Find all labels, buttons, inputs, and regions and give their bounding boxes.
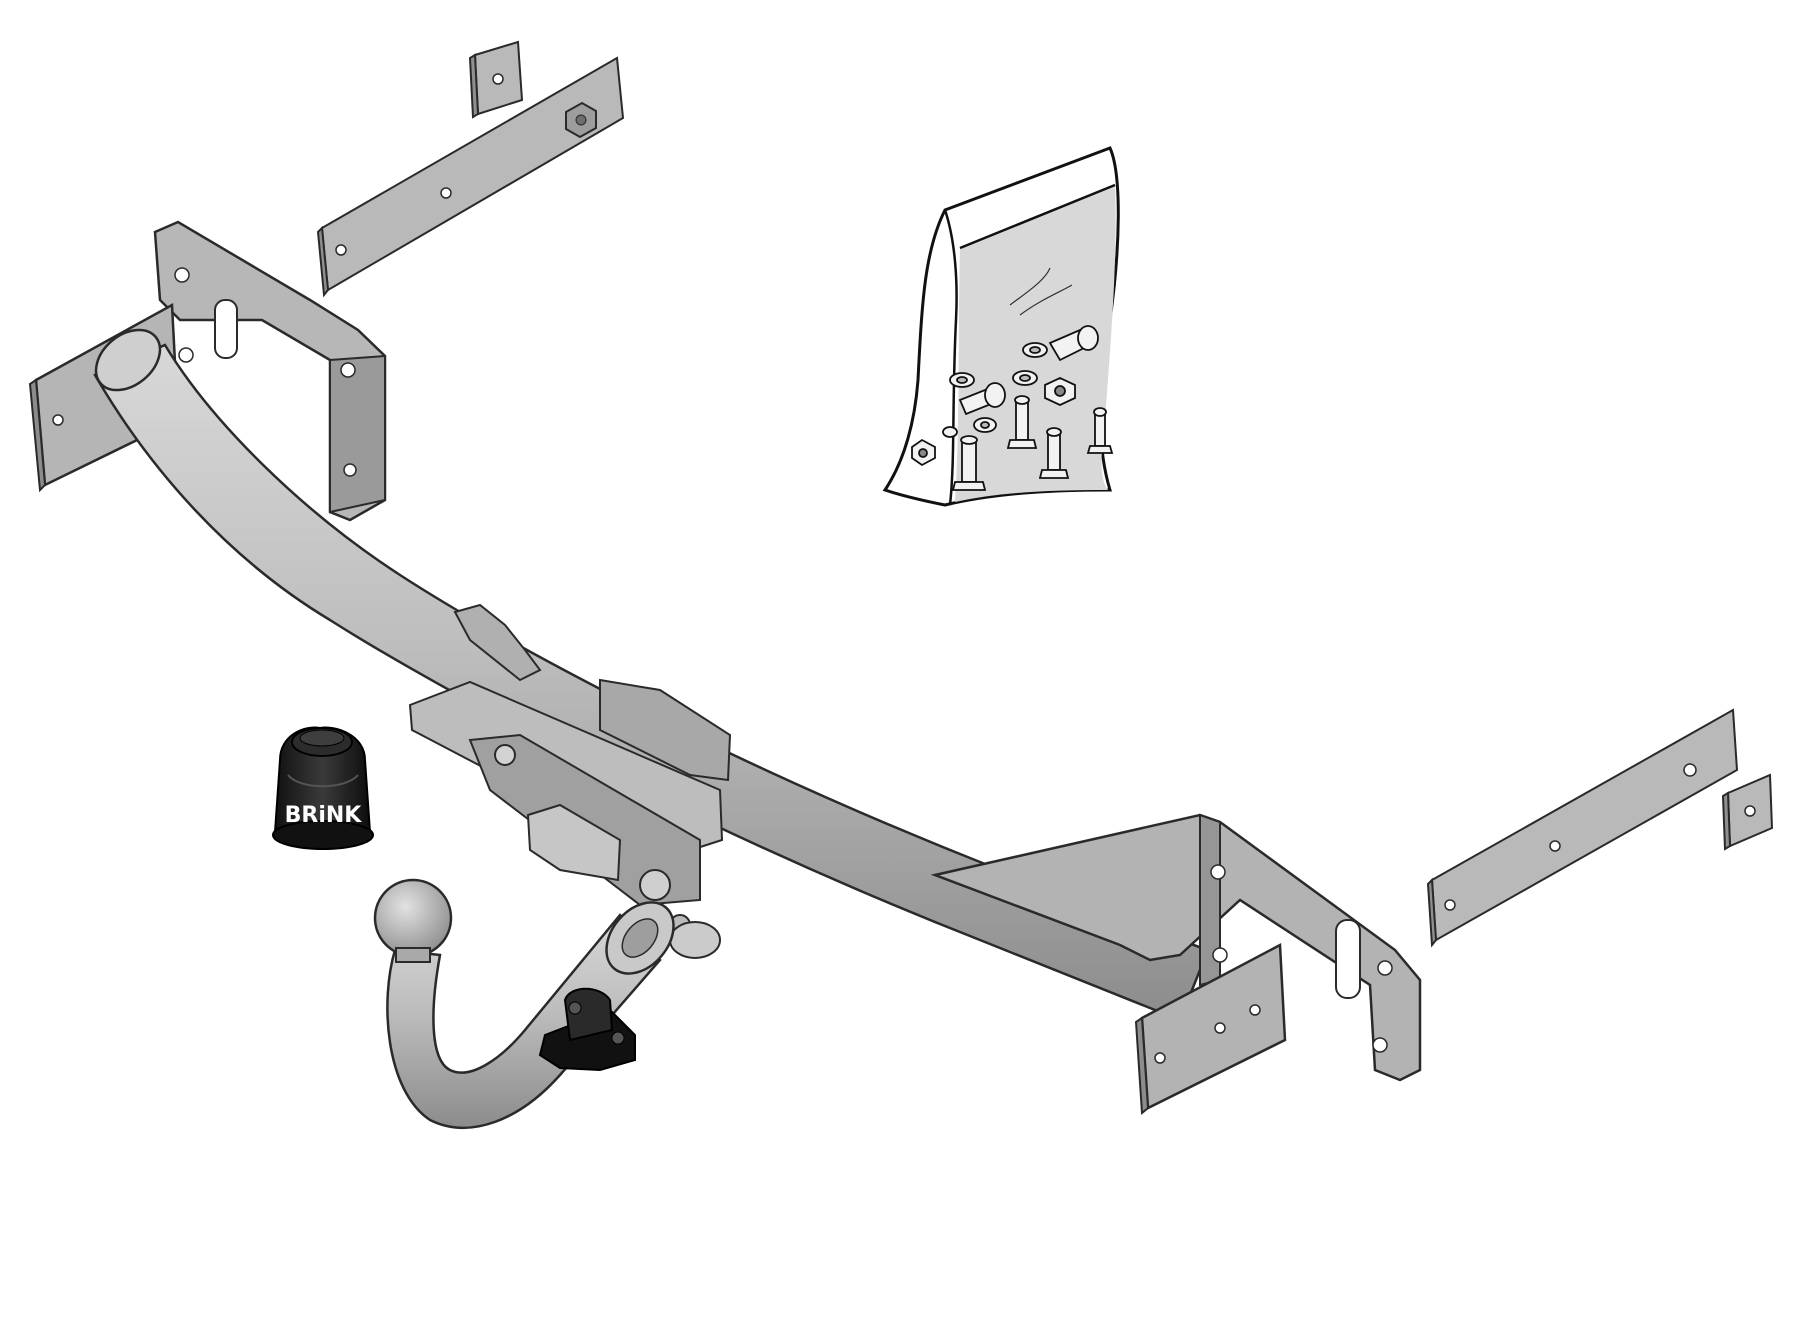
spacer-plate-top-left bbox=[468, 40, 524, 119]
spacer-plate-right bbox=[1721, 773, 1774, 851]
right-mounting-bracket bbox=[930, 813, 1422, 1116]
tow-ball-cap-icon: BRiNK bbox=[272, 726, 374, 850]
tow-ball-neck bbox=[386, 901, 675, 1129]
receiver-housing bbox=[408, 603, 732, 959]
fixing-kit-bag-icon bbox=[882, 146, 1120, 507]
tow-ball bbox=[373, 878, 453, 963]
locking-knob bbox=[538, 987, 636, 1072]
cap-brand-label: BRiNK bbox=[285, 803, 363, 828]
reinforcement-strip-right bbox=[1426, 708, 1739, 948]
reinforcement-strip-top-left bbox=[316, 56, 625, 298]
main-cross-tube bbox=[93, 328, 1210, 1022]
